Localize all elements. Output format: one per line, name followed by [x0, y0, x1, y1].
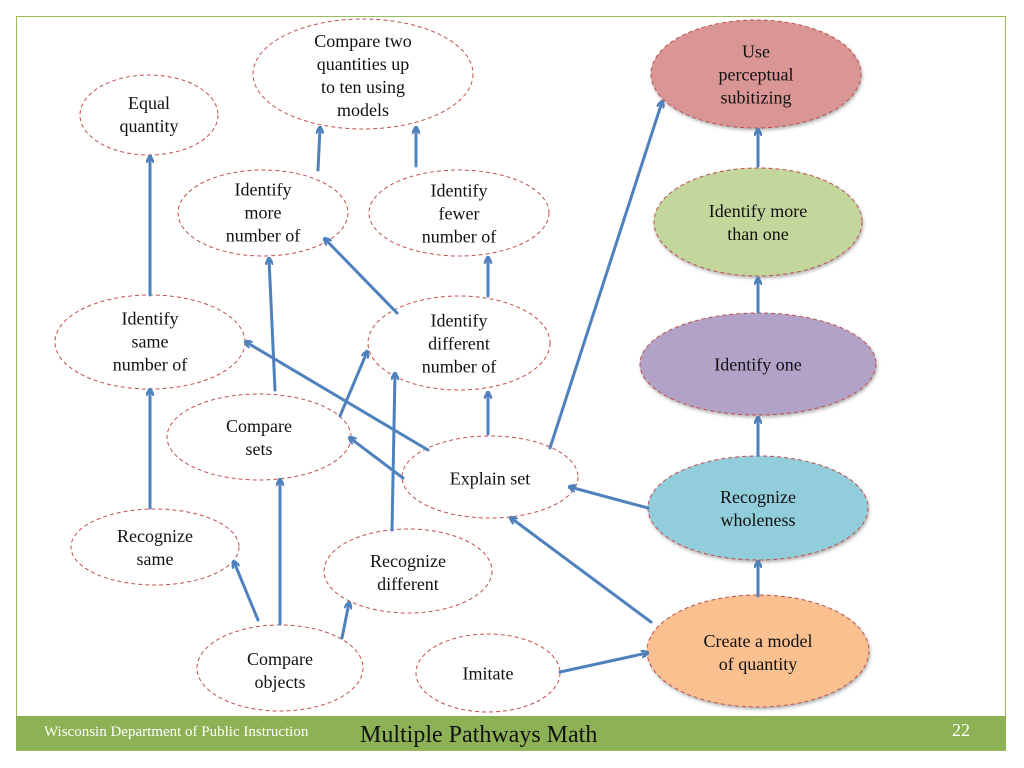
arrows	[150, 102, 758, 674]
node-equal-quantity	[79, 74, 219, 156]
arrow-objects-to-recognize-different	[340, 603, 349, 640]
node-compare-two-quantities	[252, 18, 474, 130]
node-create-model-of-quantity	[646, 594, 870, 708]
node-explain-set	[401, 435, 579, 519]
footer-bar	[16, 716, 1006, 750]
arrow-different-to-more	[325, 239, 399, 315]
arrow-compare-sets-to-different	[338, 352, 367, 418]
node-compare-objects	[196, 624, 364, 712]
node-identify-fewer-number-of	[368, 169, 550, 257]
arrow-compare-sets-to-more	[269, 259, 277, 392]
arrow-more-to-compare-two	[318, 128, 320, 172]
arrow-recognize-different-to-different	[390, 374, 395, 532]
arrow-wholeness-to-explain	[570, 487, 650, 510]
arrow-model-to-explain	[511, 518, 653, 624]
arrow-objects-to-recognize-same	[234, 562, 260, 622]
node-compare-sets	[166, 393, 352, 481]
arrow-explain-to-same	[246, 342, 430, 452]
node-identify-different-number-of	[367, 295, 551, 391]
node-identify-same-number-of	[54, 294, 246, 390]
node-use-perceptual-subitizing	[650, 19, 862, 129]
page-number: 22	[952, 720, 970, 740]
node-imitate	[415, 633, 561, 713]
node-identify-one	[639, 312, 877, 416]
node-recognize-different	[323, 528, 493, 614]
arrow-imitate-to-model	[558, 653, 647, 674]
arrow-explain-to-subitizing	[548, 102, 662, 450]
footer-title: Multiple Pathways Math	[360, 722, 598, 748]
node-identify-more-number-of	[177, 169, 349, 257]
nodes	[54, 18, 877, 713]
node-recognize-same	[70, 508, 240, 586]
footer-organization: Wisconsin Department of Public Instructi…	[44, 724, 309, 740]
node-identify-more-than-one	[653, 167, 863, 277]
node-recognize-wholeness	[647, 455, 869, 561]
slide-frame	[16, 16, 1006, 751]
